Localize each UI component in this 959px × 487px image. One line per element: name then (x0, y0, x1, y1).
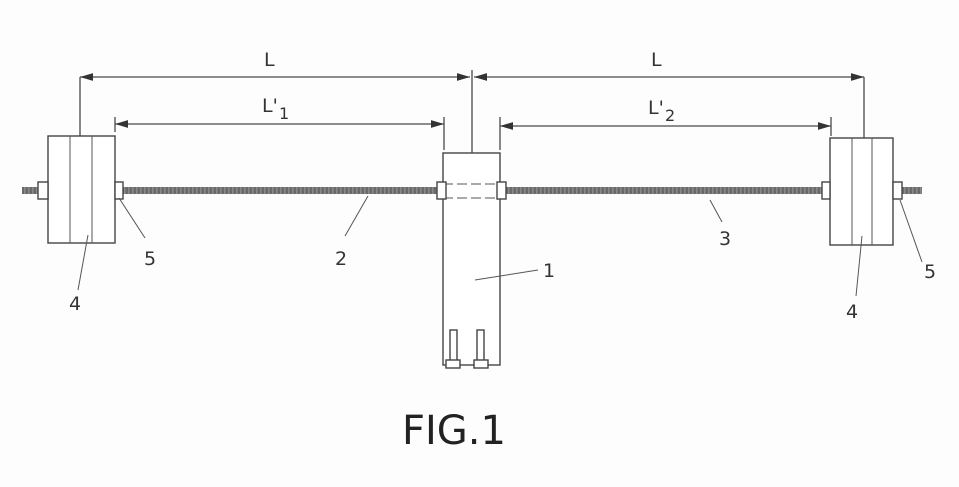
label-L2-main: L' (648, 97, 664, 119)
label-L1-sub: 1 (279, 104, 289, 123)
label-L1-main: L' (262, 95, 278, 117)
figure-caption: FIG.1 (402, 408, 506, 454)
center-right-nut (496, 181, 507, 200)
left-outer-nut (37, 181, 49, 200)
center-left-nut (436, 181, 447, 200)
label-L-left: L (264, 49, 275, 71)
central-body (442, 152, 501, 369)
left-weight (47, 135, 116, 244)
right-weight (829, 137, 894, 246)
numeral-2: 2 (335, 248, 347, 270)
numeral-5-right: 5 (924, 261, 936, 283)
numeral-5-left: 5 (144, 248, 156, 270)
label-L2-sub: 2 (665, 106, 675, 125)
right-inner-nut (821, 181, 831, 200)
right-outer-nut (892, 181, 903, 200)
label-L-right: L (651, 49, 662, 71)
numeral-3: 3 (719, 228, 731, 250)
numeral-4-right: 4 (846, 301, 858, 323)
left-inner-nut (114, 181, 124, 200)
numeral-1: 1 (543, 260, 555, 282)
numeral-4-left: 4 (69, 293, 81, 315)
